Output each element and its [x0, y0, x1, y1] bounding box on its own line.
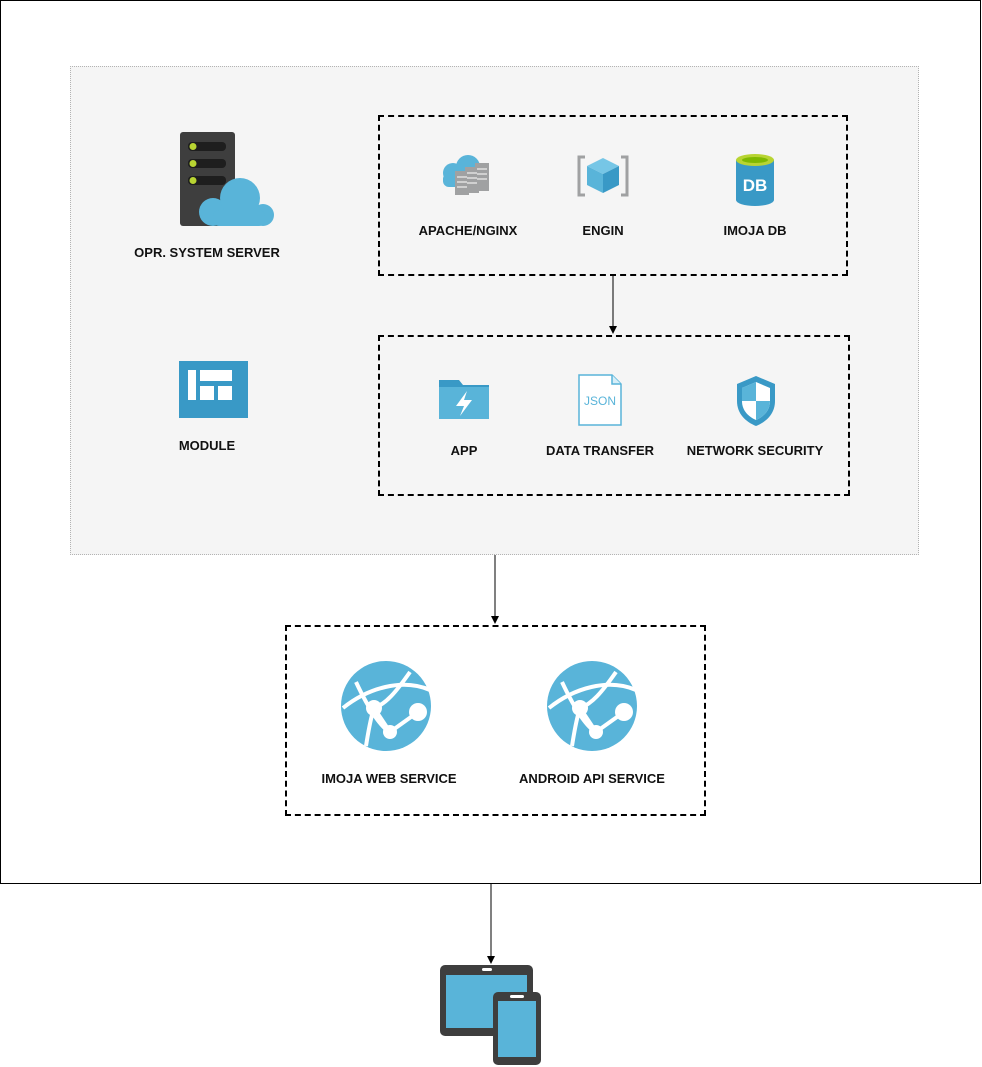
android-api-service-label: ANDROID API SERVICE: [519, 771, 665, 786]
os-server-label: OPR. SYSTEM SERVER: [134, 245, 280, 260]
data-transfer-label: DATA TRANSFER: [545, 443, 655, 458]
services-group-box: [378, 115, 848, 276]
tablet-phone-icon: [440, 965, 541, 1065]
app-label: APP: [450, 443, 478, 458]
globe-network-icon: [547, 661, 637, 751]
network-security-label: NETWORK SECURITY: [686, 443, 824, 458]
function-folder-icon: [439, 380, 489, 419]
modules-group-box: [378, 335, 850, 496]
module-icon: [179, 361, 248, 418]
engin-label: ENGIN: [582, 223, 624, 238]
json-icon-text: JSON: [584, 394, 616, 408]
globe-network-icon: [341, 661, 431, 751]
imoja-web-service-label: IMOJA WEB SERVICE: [321, 771, 457, 786]
json-file-icon: JSON: [578, 374, 622, 426]
db-icon-text: DB: [743, 176, 768, 195]
apache-label: APACHE/NGINX: [418, 223, 518, 238]
module-label: MODULE: [178, 438, 236, 453]
outer-frame: [0, 0, 981, 884]
server-cloud-icon: [180, 132, 274, 226]
web-services-group-box: [285, 625, 706, 816]
imoja-db-label: IMOJA DB: [723, 223, 787, 238]
database-icon: DB: [736, 154, 774, 206]
cloud-server-icon: [443, 155, 489, 195]
cube-icon: [577, 155, 629, 197]
shield-icon: [737, 376, 775, 426]
